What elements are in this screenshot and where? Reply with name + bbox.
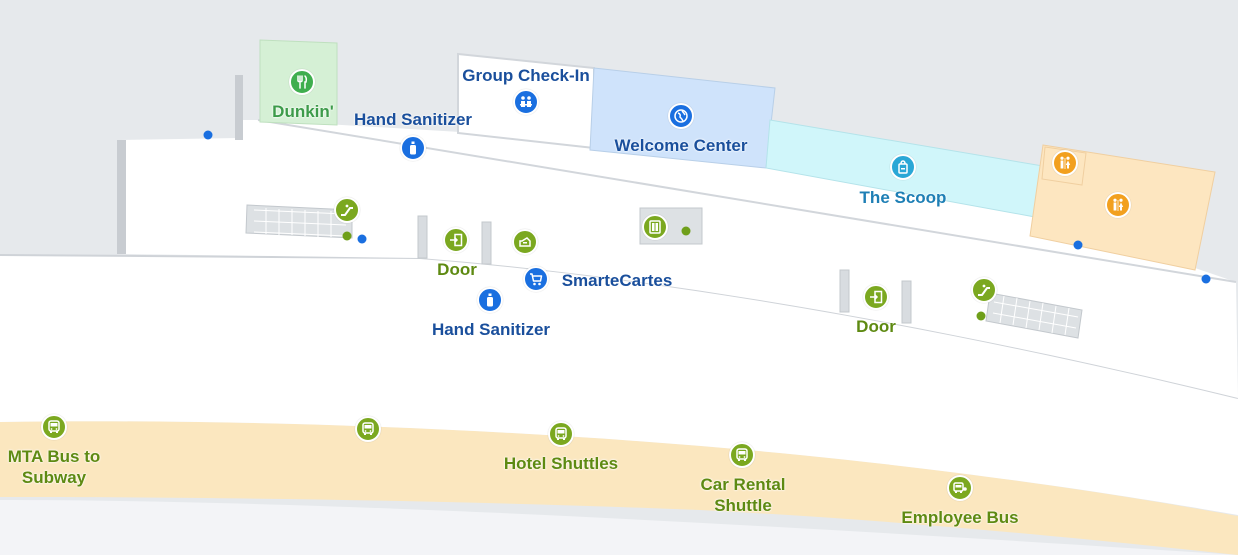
hand-sanitizer-mid-label[interactable]: Hand Sanitizer: [431, 320, 551, 339]
elevator-pin[interactable]: [642, 214, 668, 240]
location-dot: [342, 231, 352, 241]
employee-bus-pin[interactable]: [947, 475, 973, 501]
escalator-grid-right: [985, 292, 1083, 339]
location-dot: [681, 226, 691, 236]
door-left-pin[interactable]: [443, 227, 469, 253]
location-dot: [1201, 274, 1211, 284]
hand-sanitizer-mid-pin[interactable]: [477, 287, 503, 313]
bus-stop-pin[interactable]: [355, 416, 381, 442]
location-dot: [976, 311, 986, 321]
dunkin-label[interactable]: Dunkin': [272, 102, 334, 121]
welcome-center-label[interactable]: Welcome Center: [614, 136, 748, 155]
ticket-machine-icon: [519, 237, 531, 247]
hotel-shuttles-pin[interactable]: [548, 421, 574, 447]
terminal-wall-left: [117, 140, 126, 254]
door-post: [839, 269, 850, 313]
location-dot: [203, 130, 213, 140]
restroom-small-pin[interactable]: [1052, 150, 1078, 176]
escalator-icon: [341, 204, 353, 216]
door-post: [481, 221, 492, 265]
group-check-in-icon: [520, 96, 532, 107]
escalator-grid-left: [245, 204, 353, 239]
globe-icon: [674, 109, 688, 123]
group-checkin-pin[interactable]: [513, 89, 539, 115]
fork-knife-icon: [297, 75, 308, 89]
escalator-left-pin[interactable]: [334, 197, 360, 223]
outer-roadway: [0, 500, 1238, 555]
door-post: [417, 215, 428, 259]
dunkin-wall: [235, 75, 243, 140]
ticket-machine-pin[interactable]: [512, 229, 538, 255]
car-rental-shuttle-pin[interactable]: [729, 442, 755, 468]
smartecartes-label[interactable]: SmarteCartes: [561, 271, 673, 290]
employee-bus-icon: [953, 482, 967, 493]
curbside-area: [0, 421, 1238, 555]
bus-icon: [555, 427, 567, 440]
car-rental-shuttle-label[interactable]: Car Rental Shuttle: [700, 475, 786, 515]
door-left-label[interactable]: Door: [437, 260, 477, 279]
elevator-icon: [649, 220, 661, 234]
cart-icon: [530, 273, 543, 286]
door-post: [901, 280, 912, 324]
mta-bus-pin[interactable]: [41, 414, 67, 440]
terminal-hall: [120, 120, 1238, 398]
hotel-shuttles-label[interactable]: Hotel Shuttles: [503, 454, 619, 473]
bus-icon: [48, 420, 60, 433]
hand-sanitizer-top-label[interactable]: Hand Sanitizer: [353, 110, 473, 129]
hand-sanitizer-top-pin[interactable]: [400, 135, 426, 161]
location-dot: [1073, 240, 1083, 250]
shop-icon: [898, 160, 908, 174]
restroom-icon: [1060, 156, 1071, 169]
terminal-edge: [0, 254, 1238, 399]
sanitizer-bottle-icon: [487, 293, 493, 307]
dunkin-pin[interactable]: [289, 69, 315, 95]
bus-icon: [736, 448, 748, 461]
door-exit-icon: [870, 290, 883, 304]
employee-bus-label[interactable]: Employee Bus: [901, 508, 1019, 527]
the-scoop-label[interactable]: The Scoop: [859, 188, 947, 207]
mta-bus-label[interactable]: MTA Bus to Subway: [7, 447, 101, 487]
sidewalk-area: [0, 255, 1238, 515]
door-right-label[interactable]: Door: [856, 317, 896, 336]
restroom-icon: [1113, 198, 1124, 211]
sanitizer-bottle-icon: [410, 141, 416, 155]
restroom-large-pin[interactable]: [1105, 192, 1131, 218]
smartecartes-pin[interactable]: [523, 266, 549, 292]
escalator-icon: [978, 284, 990, 296]
door-exit-icon: [450, 233, 463, 247]
the-scoop-pin[interactable]: [890, 154, 916, 180]
escalator-right-pin[interactable]: [971, 277, 997, 303]
bus-icon: [362, 422, 374, 435]
group-checkin-label[interactable]: Group Check-In: [462, 66, 590, 85]
location-dot: [357, 234, 367, 244]
welcome-center-pin[interactable]: [668, 103, 694, 129]
door-right-pin[interactable]: [863, 284, 889, 310]
